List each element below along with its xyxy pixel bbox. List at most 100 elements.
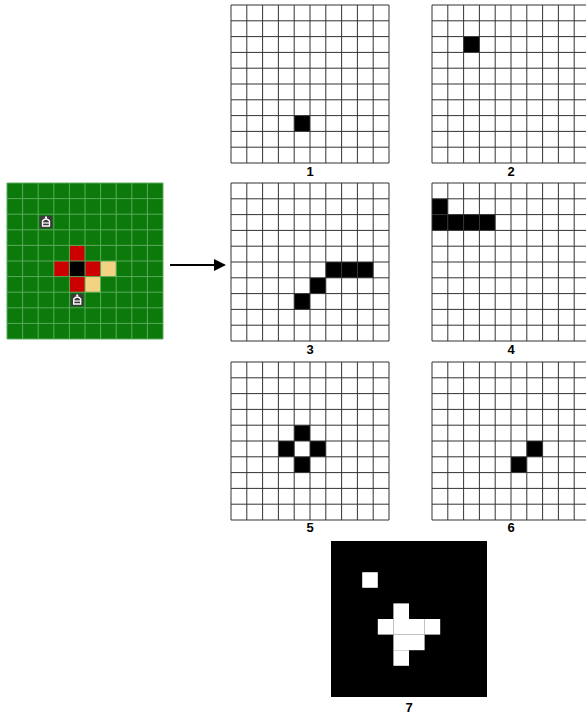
filled-cell — [409, 619, 425, 635]
icon-tile — [40, 216, 53, 229]
grid-line — [432, 246, 586, 247]
filled-cell — [393, 619, 409, 635]
icon-figure — [43, 222, 50, 223]
grid-line — [432, 68, 586, 69]
grid-line — [558, 183, 559, 341]
filled-cell — [432, 215, 448, 231]
grid-line — [558, 362, 559, 520]
filled-cell — [409, 635, 425, 651]
grid-line — [325, 183, 326, 341]
grid-line — [526, 5, 527, 163]
grid-line — [432, 341, 586, 342]
icon-figure — [74, 300, 81, 301]
grid-line — [542, 5, 543, 163]
red-cell — [54, 261, 70, 277]
grid-line — [432, 183, 586, 184]
filled-cell — [464, 37, 480, 53]
grid-line — [231, 325, 389, 326]
icon-figure — [43, 219, 50, 226]
red-cell — [69, 277, 85, 293]
grid-line — [526, 183, 527, 341]
grid-line — [131, 183, 132, 339]
grid-line — [373, 362, 374, 520]
red-cell — [69, 245, 85, 261]
grid-line — [574, 5, 575, 163]
grid-line — [231, 99, 389, 100]
grid-line — [7, 292, 163, 293]
filled-cell — [294, 116, 310, 132]
grid-line — [542, 183, 543, 341]
grid-line — [558, 5, 559, 163]
grid-background — [331, 541, 487, 697]
panel-number: 6 — [507, 521, 514, 535]
grid-line — [432, 198, 586, 199]
grid-background — [432, 183, 586, 341]
grid-line — [389, 362, 390, 520]
grid-line — [432, 99, 586, 100]
channel-grid — [432, 5, 586, 163]
filled-cell — [294, 425, 310, 441]
filled-cell — [310, 278, 326, 294]
filled-cell — [432, 199, 448, 215]
grid-line — [147, 183, 148, 339]
grid-line — [116, 183, 117, 339]
filled-cell — [342, 262, 358, 278]
grid-line — [432, 293, 586, 294]
grid-line — [574, 183, 575, 341]
grid-line — [432, 147, 586, 148]
grid-line — [432, 488, 586, 489]
icon-tile — [71, 294, 84, 307]
grid-line — [231, 163, 389, 164]
channel-grid — [231, 183, 389, 341]
grid-line — [432, 504, 586, 505]
black-cell — [69, 261, 85, 277]
grid-line — [231, 504, 389, 505]
arrow-shaft — [170, 264, 216, 266]
channel-grid — [432, 362, 586, 520]
filled-cell — [294, 294, 310, 310]
filled-cell — [393, 650, 409, 666]
grid-background — [432, 5, 586, 163]
grid-background — [432, 362, 586, 520]
filled-cell — [294, 457, 310, 473]
grid-line — [432, 84, 586, 85]
filled-cell — [464, 215, 480, 231]
grid-line — [231, 488, 389, 489]
filled-cell — [393, 635, 409, 651]
grid-line — [432, 441, 586, 442]
grid-line — [231, 309, 389, 310]
icon-figure — [45, 217, 47, 219]
grid-line — [432, 115, 586, 116]
grid-line — [341, 5, 342, 163]
grid-line — [231, 262, 389, 263]
filled-cell — [326, 262, 342, 278]
filled-cell — [310, 441, 326, 457]
grid-line — [231, 277, 389, 278]
grid-background — [231, 362, 389, 520]
grid-line — [432, 52, 586, 53]
grid-line — [341, 183, 342, 341]
panel-number: 4 — [507, 343, 514, 357]
grid-line — [7, 307, 163, 308]
filled-cell — [278, 441, 294, 457]
agent-icon — [71, 294, 84, 307]
grid-line — [325, 362, 326, 520]
grid-line — [432, 362, 586, 363]
yellow-cell — [101, 261, 117, 277]
grid-line — [432, 456, 586, 457]
grid-line — [100, 183, 101, 339]
filled-cell — [527, 441, 543, 457]
grid-line — [432, 230, 586, 231]
grid-line — [341, 362, 342, 520]
channel-grid — [231, 5, 389, 163]
grid-line — [231, 84, 389, 85]
grid-line — [231, 456, 389, 457]
grid-line — [357, 5, 358, 163]
grid-line — [432, 472, 586, 473]
grid-line — [389, 183, 390, 341]
yellow-cell — [85, 277, 101, 293]
grid-line — [432, 309, 586, 310]
channel-grid — [432, 183, 586, 341]
grid-line — [432, 393, 586, 394]
